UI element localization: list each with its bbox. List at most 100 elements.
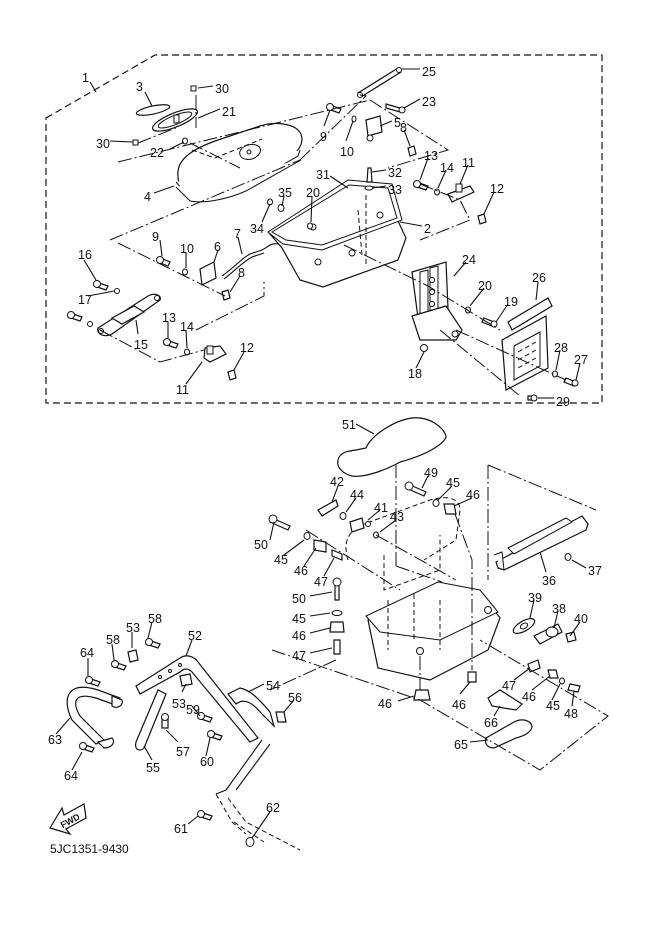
callout-1[interactable]: 1: [82, 71, 89, 85]
support-bracket[interactable]: [111, 638, 259, 743]
reflector-housing[interactable]: [465, 297, 579, 402]
callout-33[interactable]: 33: [388, 183, 402, 197]
callout-56[interactable]: 56: [288, 691, 302, 705]
callout-46[interactable]: 46: [522, 690, 536, 704]
callout-66[interactable]: 66: [484, 716, 498, 730]
box-fasteners[interactable]: [267, 167, 374, 230]
callout-13[interactable]: 13: [162, 311, 176, 325]
callout-8[interactable]: 8: [400, 121, 407, 135]
callout-47[interactable]: 47: [502, 679, 516, 693]
callout-23[interactable]: 23: [422, 95, 436, 109]
lower-mount-parts[interactable]: [197, 739, 301, 851]
callout-58[interactable]: 58: [106, 633, 120, 647]
callout-57[interactable]: 57: [176, 745, 190, 759]
callout-45[interactable]: 45: [446, 476, 460, 490]
callout-46[interactable]: 46: [466, 488, 480, 502]
callout-21[interactable]: 21: [222, 105, 236, 119]
callout-11[interactable]: 11: [462, 156, 475, 170]
callout-53[interactable]: 53: [126, 621, 140, 635]
callout-47[interactable]: 47: [292, 649, 306, 663]
saddlebag-box[interactable]: [267, 179, 407, 288]
callout-64[interactable]: 64: [64, 769, 78, 783]
guard-bar[interactable]: [66, 676, 123, 753]
callout-2[interactable]: 2: [424, 222, 431, 236]
hinge-parts-top[interactable]: [326, 67, 417, 157]
lower-hinge-parts[interactable]: [163, 180, 487, 381]
handle-part[interactable]: [67, 280, 161, 337]
step-bracket-parts[interactable]: [135, 687, 287, 751]
callout-39[interactable]: 39: [528, 591, 542, 605]
callout-24[interactable]: 24: [462, 253, 476, 267]
callout-48[interactable]: 48: [564, 707, 578, 721]
callout-14[interactable]: 14: [440, 161, 454, 175]
callout-11[interactable]: 11: [176, 383, 189, 397]
callout-20[interactable]: 20: [478, 279, 492, 293]
callout-22[interactable]: 22: [150, 146, 164, 160]
saddlebag-lower-box[interactable]: [345, 497, 501, 681]
callout-61[interactable]: 61: [174, 822, 188, 836]
callout-46[interactable]: 46: [292, 629, 306, 643]
callout-37[interactable]: 37: [588, 564, 602, 578]
callout-31[interactable]: 31: [316, 168, 330, 182]
callout-28[interactable]: 28: [554, 341, 568, 355]
callout-63[interactable]: 63: [48, 733, 62, 747]
callout-20[interactable]: 20: [306, 186, 320, 200]
callout-64[interactable]: 64: [80, 646, 94, 660]
callout-52[interactable]: 52: [188, 629, 202, 643]
lid-part[interactable]: [175, 122, 303, 203]
callout-17[interactable]: 17: [78, 293, 92, 307]
callout-47[interactable]: 47: [314, 575, 328, 589]
callout-43[interactable]: 43: [390, 510, 404, 524]
mounting-bracket[interactable]: [411, 261, 463, 352]
callout-29[interactable]: 29: [556, 395, 570, 409]
callout-45[interactable]: 45: [292, 612, 306, 626]
callout-44[interactable]: 44: [350, 488, 364, 502]
callout-32[interactable]: 32: [388, 166, 402, 180]
callout-19[interactable]: 19: [504, 295, 518, 309]
emblem-parts[interactable]: [132, 85, 200, 146]
callout-36[interactable]: 36: [542, 574, 556, 588]
latch-cable[interactable]: [156, 243, 279, 301]
callout-35[interactable]: 35: [278, 186, 292, 200]
callout-12[interactable]: 12: [240, 341, 254, 355]
callout-50[interactable]: 50: [292, 592, 306, 606]
lower-fasteners-right[interactable]: [413, 616, 581, 701]
callout-30[interactable]: 30: [96, 137, 110, 151]
callout-6[interactable]: 6: [214, 240, 221, 254]
callout-60[interactable]: 60: [200, 755, 214, 769]
callout-8[interactable]: 8: [238, 266, 245, 280]
callout-38[interactable]: 38: [552, 602, 566, 616]
callout-14[interactable]: 14: [180, 320, 194, 334]
callout-16[interactable]: 16: [78, 248, 92, 262]
callout-53[interactable]: 53: [172, 697, 186, 711]
callout-26[interactable]: 26: [532, 271, 546, 285]
callout-34[interactable]: 34: [250, 222, 264, 236]
callout-4[interactable]: 4: [144, 190, 151, 204]
callout-46[interactable]: 46: [294, 564, 308, 578]
rail-part[interactable]: [493, 515, 589, 571]
callout-25[interactable]: 25: [422, 65, 436, 79]
callout-40[interactable]: 40: [574, 612, 588, 626]
callout-7[interactable]: 7: [234, 227, 241, 241]
callout-59[interactable]: 59: [186, 703, 200, 717]
callout-49[interactable]: 49: [424, 466, 438, 480]
callout-51[interactable]: 51: [342, 418, 356, 432]
callout-54[interactable]: 54: [266, 679, 280, 693]
callout-45[interactable]: 45: [546, 699, 560, 713]
callout-13[interactable]: 13: [424, 149, 438, 163]
callout-27[interactable]: 27: [574, 353, 588, 367]
callout-41[interactable]: 41: [374, 501, 388, 515]
callout-65[interactable]: 65: [454, 738, 468, 752]
lower-fasteners-top[interactable]: [317, 481, 457, 539]
callout-45[interactable]: 45: [274, 553, 288, 567]
pad-part[interactable]: [337, 417, 447, 477]
callout-10[interactable]: 10: [340, 145, 354, 159]
callout-9[interactable]: 9: [320, 130, 327, 144]
callout-46[interactable]: 46: [378, 697, 392, 711]
callout-10[interactable]: 10: [180, 242, 194, 256]
callout-55[interactable]: 55: [146, 761, 160, 775]
callout-42[interactable]: 42: [330, 475, 344, 489]
callout-5[interactable]: 5: [394, 116, 401, 130]
callout-50[interactable]: 50: [254, 538, 268, 552]
callout-9[interactable]: 9: [152, 230, 159, 244]
